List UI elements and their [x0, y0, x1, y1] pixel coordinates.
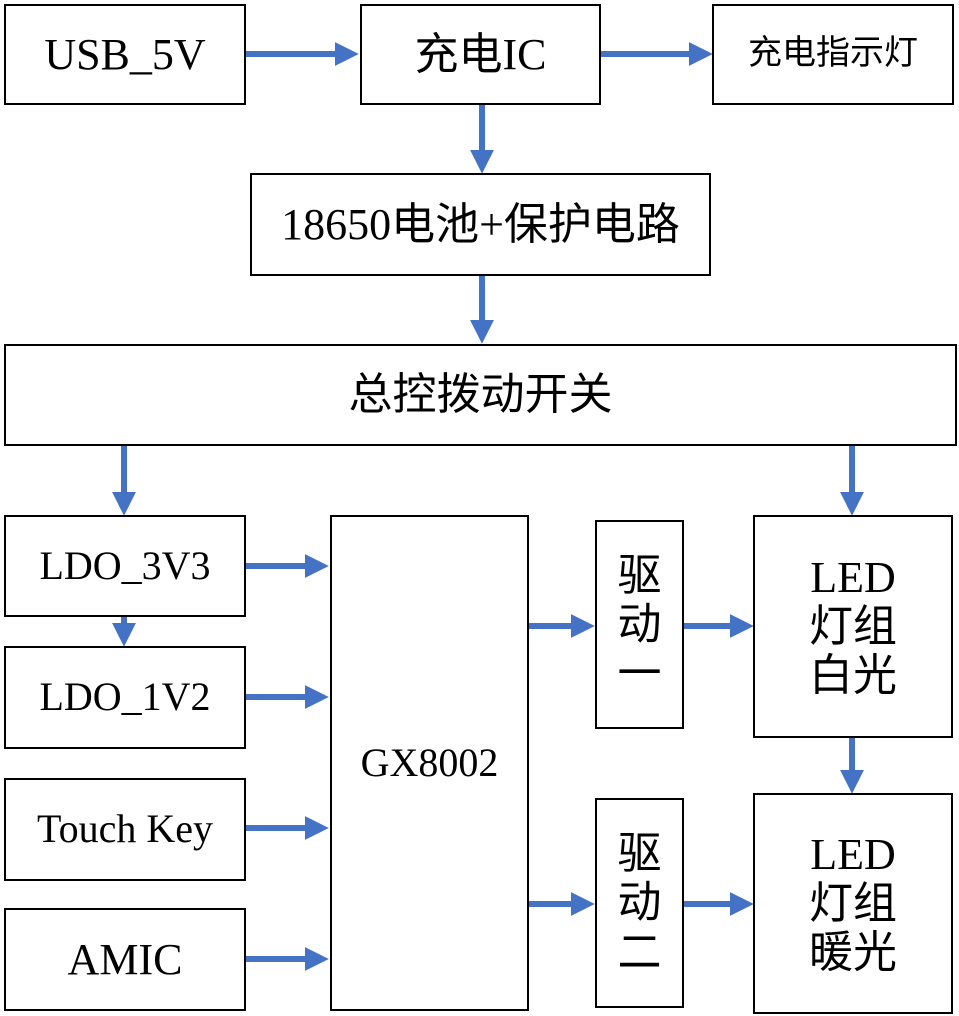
driver-2-block: 驱 动 二	[595, 798, 684, 1008]
usb-5v-label: USB_5V	[44, 29, 206, 79]
led-white-block: LED 灯组 白光	[753, 515, 953, 738]
driver-1-label-line2: 动	[617, 599, 662, 649]
ldo-3v3-block: LDO_3V3	[4, 515, 246, 617]
master-switch-block: 总控拨动开关	[4, 344, 957, 446]
amic-block: AMIC	[4, 908, 246, 1011]
driver-1-label-line3: 一	[617, 649, 662, 699]
led-white-label-line3: 白光	[809, 651, 897, 701]
led-warm-block: LED 灯组 暖光	[753, 793, 953, 1014]
usb-5v-block: USB_5V	[4, 4, 246, 105]
soc-gx8002-block: GX8002	[330, 515, 529, 1011]
touch-key-label: Touch Key	[36, 806, 214, 852]
master-switch-label: 总控拨动开关	[348, 370, 613, 420]
driver-1-block: 驱 动 一	[595, 520, 684, 729]
driver-2-label-line2: 动	[617, 878, 662, 928]
soc-gx8002-label: GX8002	[360, 739, 499, 785]
charge-ic-block: 充电IC	[360, 4, 601, 105]
charge-indicator-label: 充电指示灯	[748, 35, 918, 73]
led-white-label-line2: 灯组	[809, 601, 897, 651]
led-warm-label-line1: LED	[810, 829, 896, 879]
battery-block: 18650电池+保护电路	[250, 173, 711, 276]
ldo-3v3-label: LDO_3V3	[39, 542, 211, 588]
charge-ic-label: 充电IC	[414, 29, 547, 79]
charge-indicator-block: 充电指示灯	[712, 4, 954, 105]
touch-key-block: Touch Key	[4, 778, 246, 881]
driver-2-label-line3: 二	[617, 927, 662, 977]
led-warm-label-line2: 灯组	[809, 878, 897, 928]
ldo-1v2-block: LDO_1V2	[4, 646, 246, 749]
driver-1-label-line1: 驱	[617, 550, 662, 600]
led-white-label-line1: LED	[810, 552, 896, 602]
led-warm-label-line3: 暖光	[809, 928, 897, 978]
driver-2-label-line1: 驱	[617, 829, 662, 879]
ldo-1v2-label: LDO_1V2	[39, 674, 211, 720]
battery-label: 18650电池+保护电路	[281, 199, 680, 249]
amic-label: AMIC	[67, 934, 183, 984]
